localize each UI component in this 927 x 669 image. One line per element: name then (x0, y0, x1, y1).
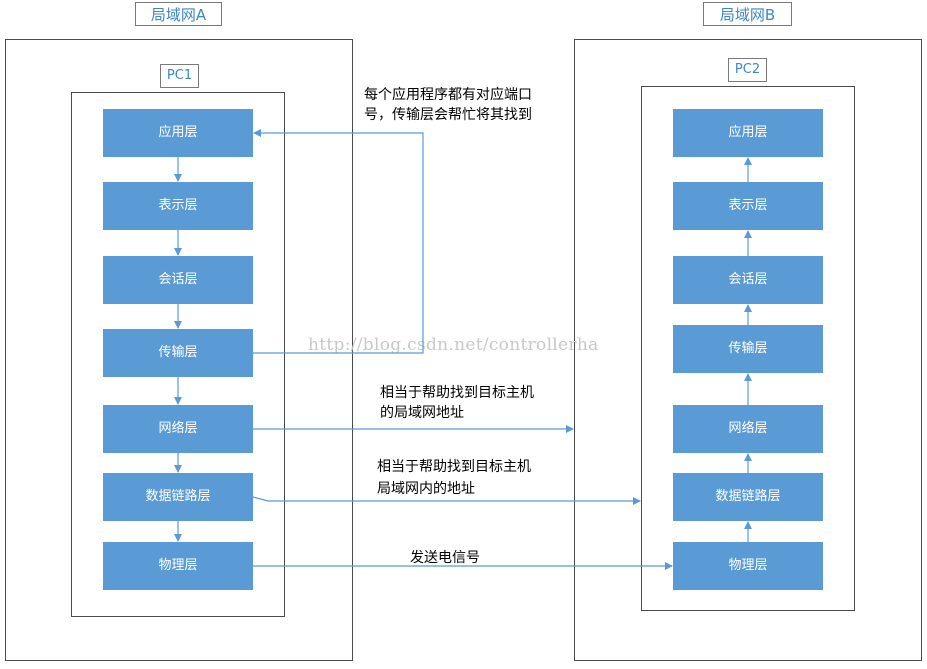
pc2-label: PC2 (728, 58, 767, 82)
pc1-layer-network: 网络层 (103, 405, 253, 453)
lan-b-title: 局域网B (703, 2, 792, 26)
pc2-layer-application: 应用层 (673, 109, 823, 157)
pc2-layer-presentation: 表示层 (673, 182, 823, 230)
lan-a-container (5, 39, 353, 661)
transport-port-connector (253, 129, 424, 354)
pc2-layer-physical: 物理层 (673, 542, 823, 590)
note-physical: 发送电信号 (410, 550, 480, 566)
note-network-line2: 的局域网地址 (380, 405, 464, 421)
note-datalink-line1: 相当于帮助找到目标主机 (377, 459, 531, 475)
pc2-layer-network: 网络层 (673, 405, 823, 453)
pc2-layer-datalink: 数据链路层 (673, 473, 823, 521)
pc2-layer-session: 会话层 (673, 256, 823, 304)
pc1-layer-presentation: 表示层 (103, 182, 253, 230)
pc1-container (71, 92, 285, 617)
pc1-layer-physical: 物理层 (103, 542, 253, 590)
pc1-layer-session: 会话层 (103, 256, 253, 304)
pc1-layer-application: 应用层 (103, 109, 253, 157)
note-datalink-line2: 局域网内的地址 (377, 481, 475, 497)
pc2-layer-transport: 传输层 (673, 325, 823, 373)
datalink-connector (252, 496, 641, 505)
pc2-container (641, 86, 855, 611)
lan-a-title: 局域网A (135, 2, 222, 26)
pc1-layer-datalink: 数据链路层 (103, 473, 253, 521)
note-transport-line1: 每个应用程序都有对应端口 (364, 87, 532, 103)
lan-b-container (574, 39, 922, 661)
pc1-label: PC1 (160, 64, 199, 88)
watermark: http://blog.csdn.net/controllerha (308, 335, 599, 355)
note-network-line1: 相当于帮助找到目标主机 (380, 385, 534, 401)
note-transport-line2: 号，传输层会帮忙将其找到 (364, 107, 532, 123)
pc1-layer-transport: 传输层 (103, 329, 253, 377)
